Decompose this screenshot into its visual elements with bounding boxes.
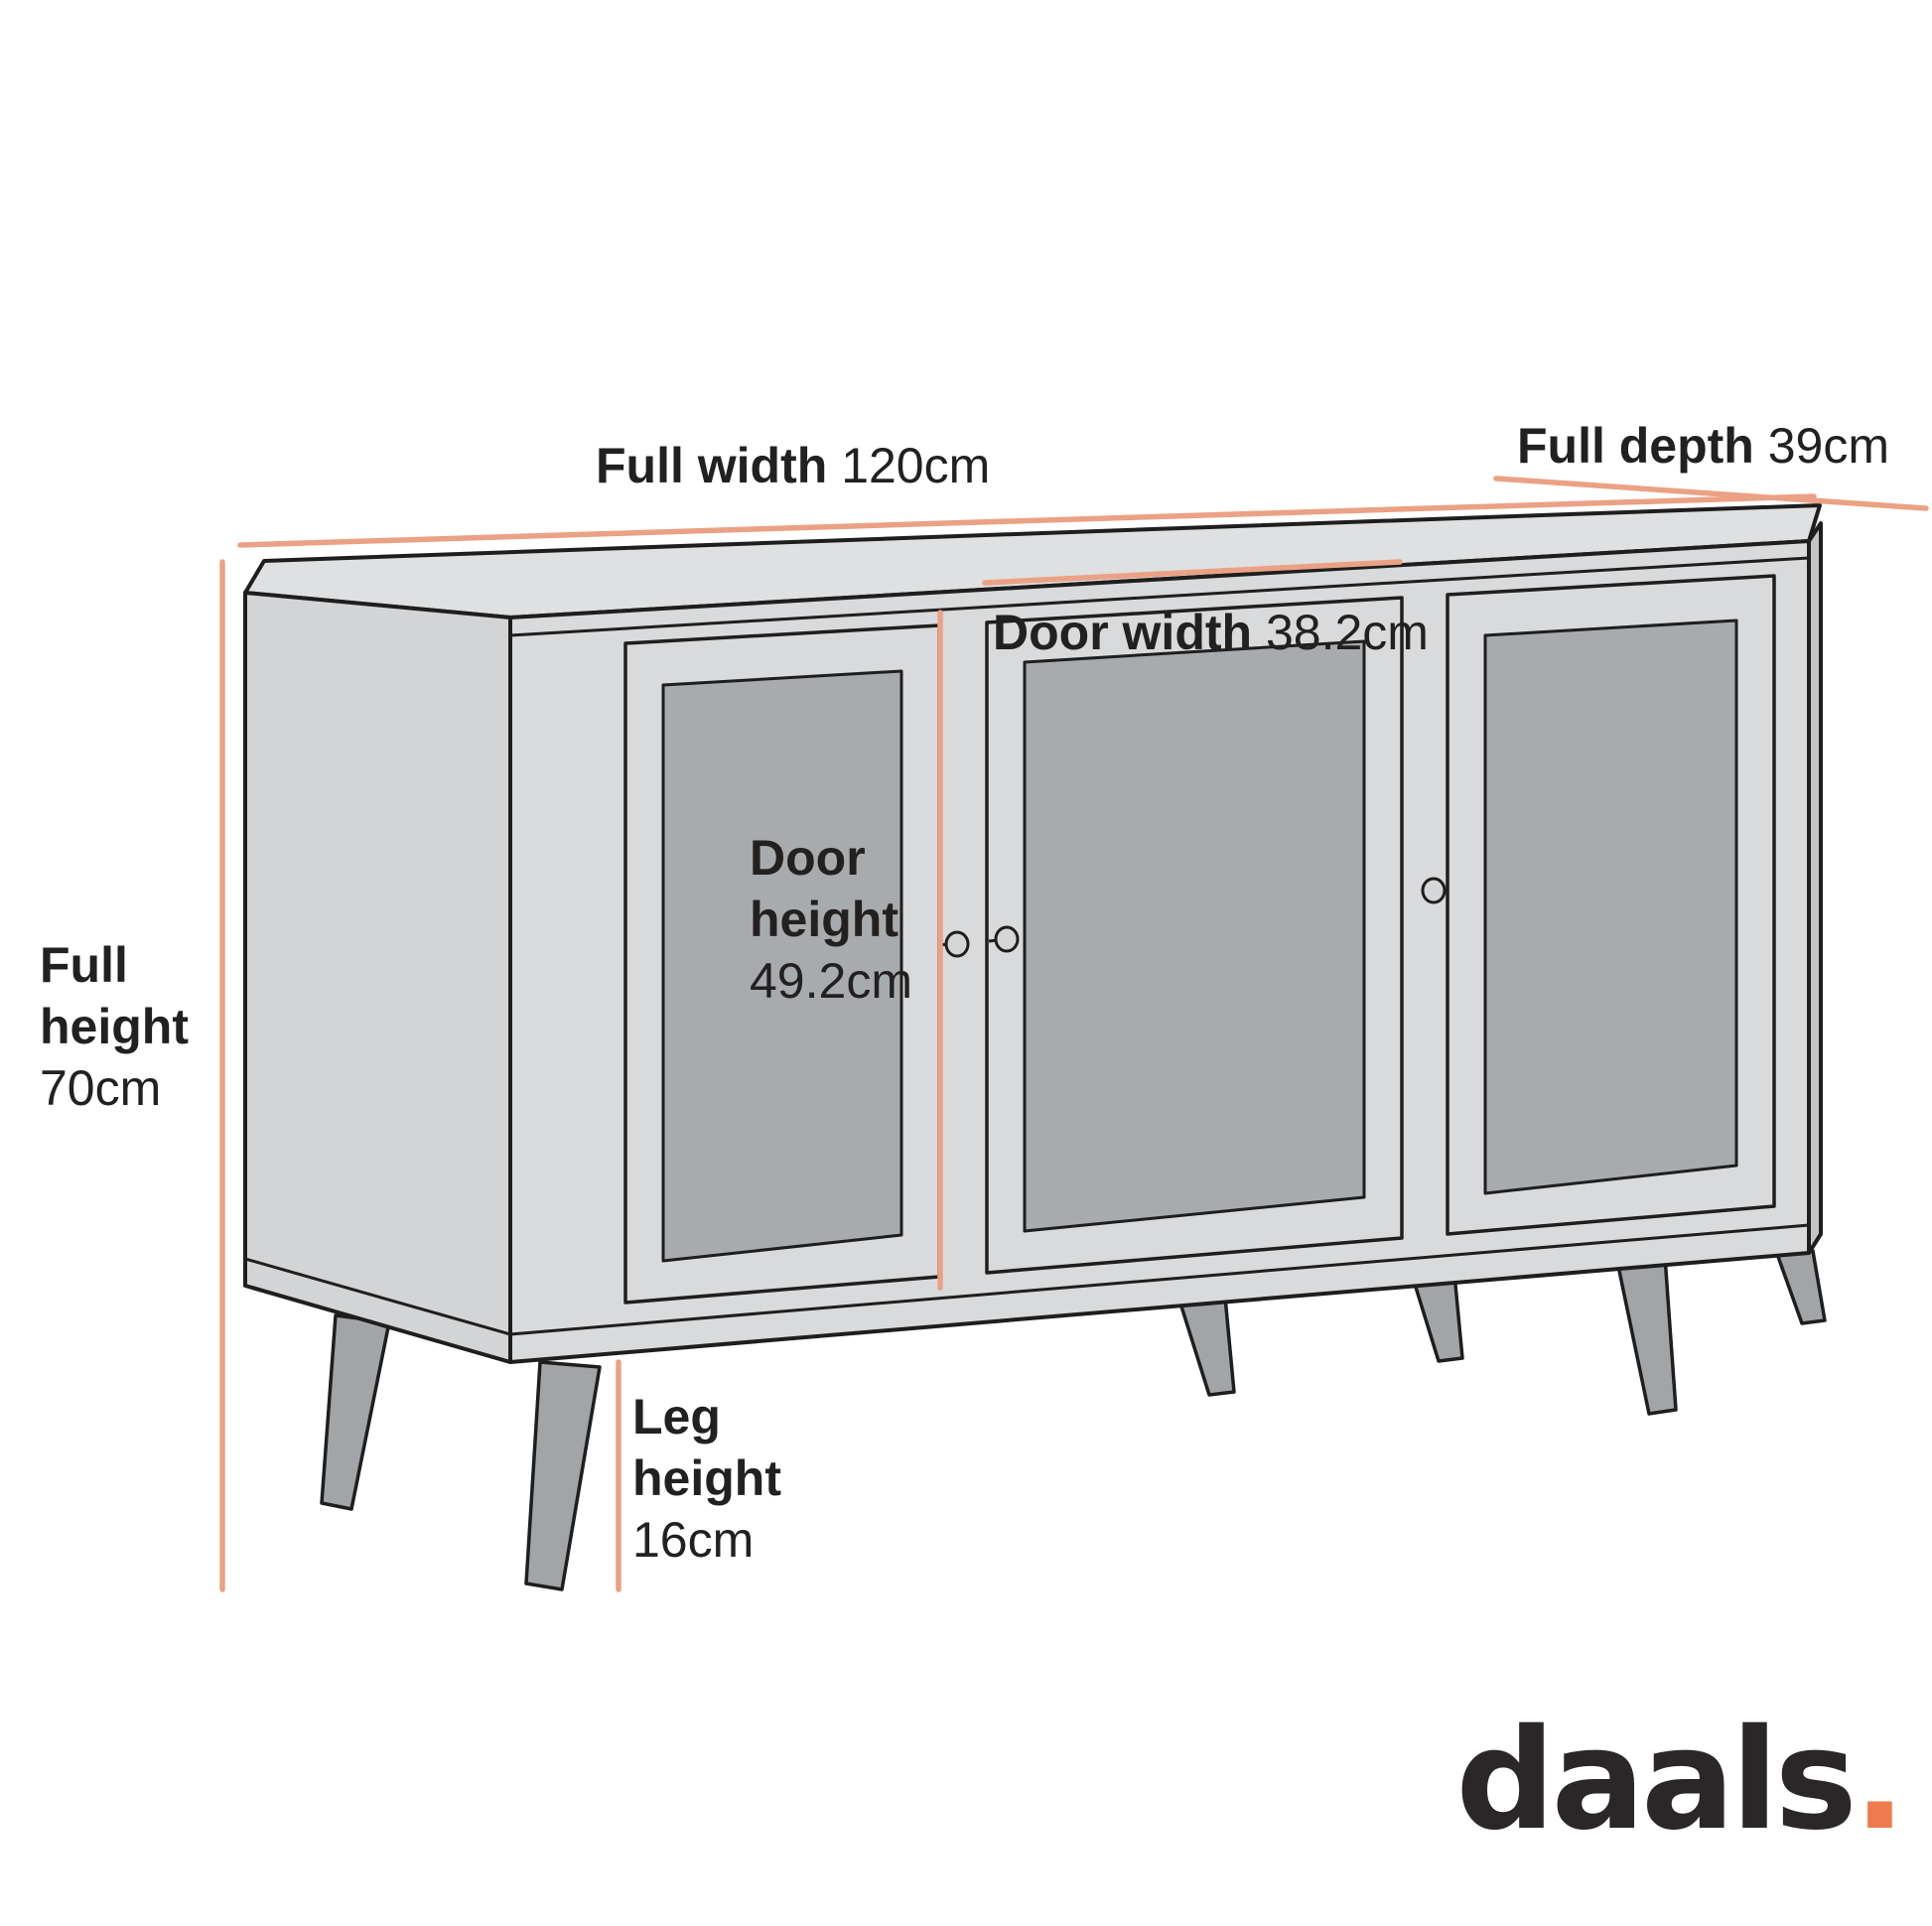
leg-back-left	[320, 1313, 391, 1511]
full-height-value: 70cm	[40, 1060, 162, 1116]
leg-height-label-text: Leg height	[632, 1389, 781, 1506]
knob-middle	[994, 925, 1020, 953]
door-right-panel	[1483, 619, 1738, 1195]
bottom-rim-line-side	[244, 1257, 511, 1336]
leg-height-value: 16cm	[632, 1512, 755, 1568]
daals-logo-text: daals	[1455, 1700, 1857, 1861]
full-height-label-text: Full height	[40, 937, 189, 1054]
cabinet-side-panel	[243, 591, 512, 1364]
door-middle-panel	[1023, 639, 1366, 1233]
leg-height-label: Leg height 16cm	[632, 1386, 796, 1571]
daals-logo: daals.	[1455, 1700, 1906, 1861]
full-width-label: Full width 120cm	[596, 435, 990, 496]
cabinet-doors	[623, 574, 1776, 1305]
door-height-value: 49.2cm	[750, 953, 912, 1009]
leg-right-back	[1775, 1249, 1827, 1325]
dimension-lines	[219, 476, 1929, 1592]
door-height-label-text: Door height	[750, 830, 898, 947]
daals-logo-dot: .	[1853, 1700, 1906, 1861]
knob-left	[944, 930, 970, 958]
door-height-label: Door height 49.2cm	[750, 827, 928, 1012]
knob-right	[1421, 877, 1447, 904]
door-width-line	[982, 559, 1403, 586]
door-width-label: Door width 38.2cm	[993, 602, 1429, 663]
door-left-panel	[661, 669, 903, 1263]
top-rim-line	[509, 556, 1810, 637]
door-knobs	[938, 877, 1449, 958]
door-width-label-text: Door width	[993, 605, 1253, 660]
full-depth-label-text: Full depth	[1517, 418, 1754, 474]
full-depth-value: 39cm	[1767, 418, 1890, 474]
bottom-rim-line-front	[509, 1223, 1810, 1336]
door-width-value: 38.2cm	[1265, 605, 1429, 660]
full-width-value: 120cm	[841, 438, 991, 493]
cabinet-legs	[320, 1241, 1827, 1591]
full-height-label: Full height 70cm	[40, 934, 216, 1119]
full-depth-line	[1493, 476, 1929, 511]
full-depth-label: Full depth 39cm	[1517, 415, 1889, 477]
full-width-line	[237, 493, 1817, 548]
full-width-label-text: Full width	[596, 438, 828, 493]
leg-front-left	[524, 1360, 602, 1591]
